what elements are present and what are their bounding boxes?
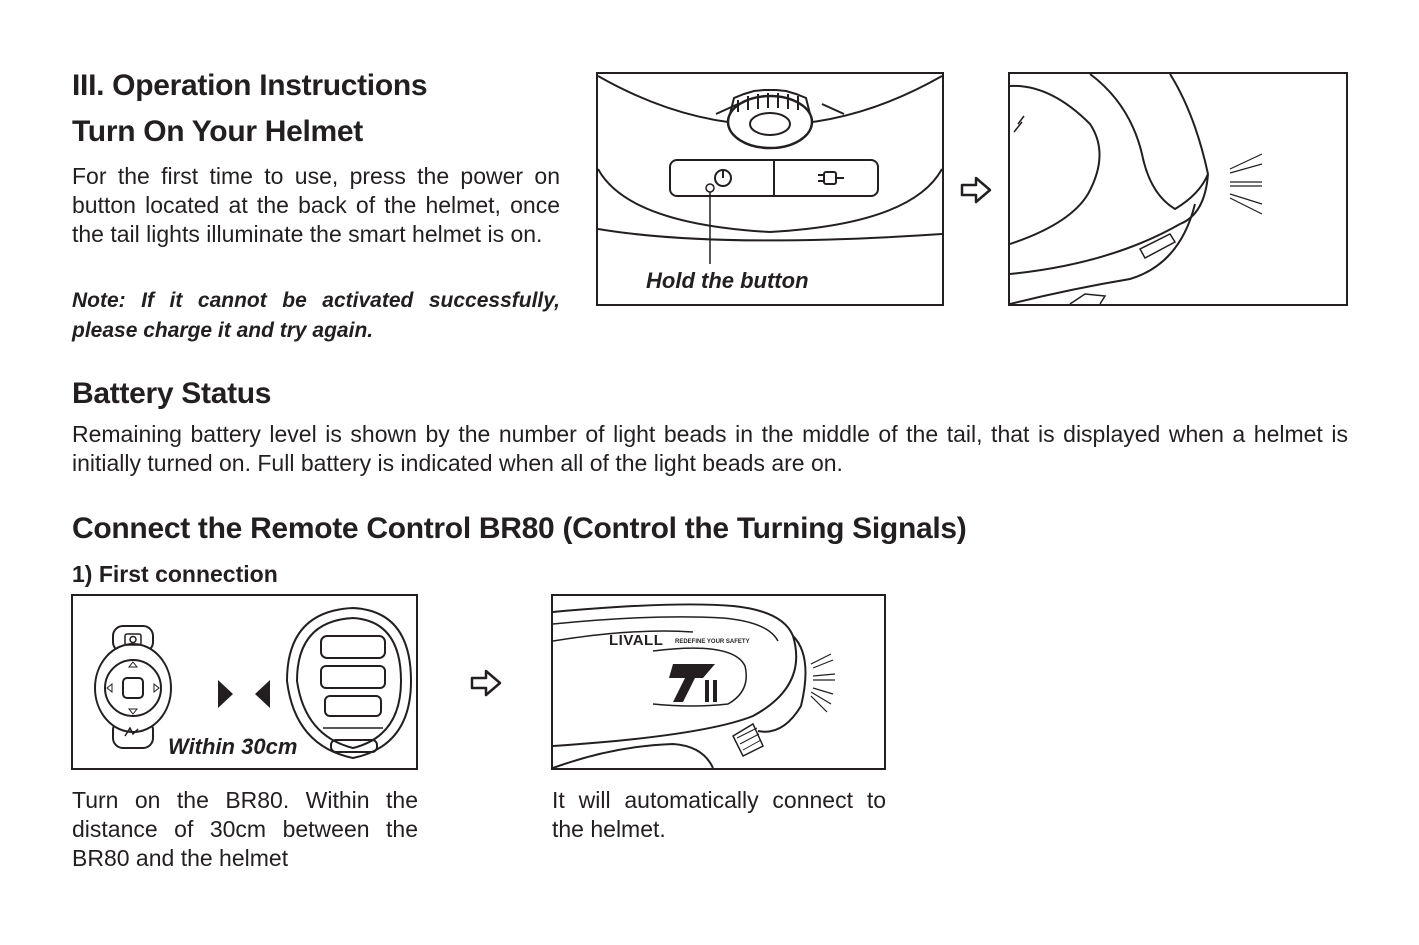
figure-power-button: Hold the button <box>596 72 944 306</box>
turn-on-note: Note: If it cannot be activated successf… <box>72 289 560 342</box>
helmet-back-illustration <box>598 75 942 264</box>
proximity-arrows <box>218 680 270 708</box>
light-rays-icon <box>810 653 836 713</box>
figure-tail-lights-on <box>1008 72 1348 306</box>
figure-remote-near-helmet: Within 30cm <box>71 594 418 770</box>
charging-plug-icon <box>818 171 844 185</box>
remote-helmet-illustration <box>94 606 413 760</box>
helmet-side-illustration <box>1010 74 1263 304</box>
stripe-graphic <box>669 664 717 702</box>
livall-tagline: REDEFINE YOUR SAFETY <box>675 639 750 645</box>
turn-on-paragraph: For the first time to use, press the pow… <box>72 163 560 247</box>
battery-status-heading: Battery Status <box>72 377 272 410</box>
section-heading: III. Operation Instructions <box>72 69 428 102</box>
battery-status-paragraph: Remaining battery level is shown by the … <box>72 421 1348 476</box>
camera-icon <box>124 633 142 646</box>
power-icon <box>714 169 732 187</box>
next-arrow-icon <box>470 669 502 697</box>
livall-logo: LIVALL <box>609 632 664 649</box>
next-arrow-icon <box>960 176 992 204</box>
within-30cm-label: Within 30cm <box>168 734 298 759</box>
caption-auto-connect: It will automatically connect to the hel… <box>552 787 886 842</box>
hold-button-label: Hold the button <box>646 268 809 293</box>
light-rays-icon <box>1229 153 1263 215</box>
subheading-turn-on: Turn On Your Helmet <box>72 115 363 148</box>
first-connection-title: 1) First connection <box>72 561 278 587</box>
helmet-livall-illustration <box>553 603 836 768</box>
helmet-top-illustration <box>285 606 413 760</box>
figure-helmet-connected: LIVALL REDEFINE YOUR SAFETY <box>551 594 886 770</box>
remote-control-heading: Connect the Remote Control BR80 (Control… <box>72 512 967 545</box>
caption-turn-on-br80: Turn on the BR80. Within the distance of… <box>72 787 418 871</box>
